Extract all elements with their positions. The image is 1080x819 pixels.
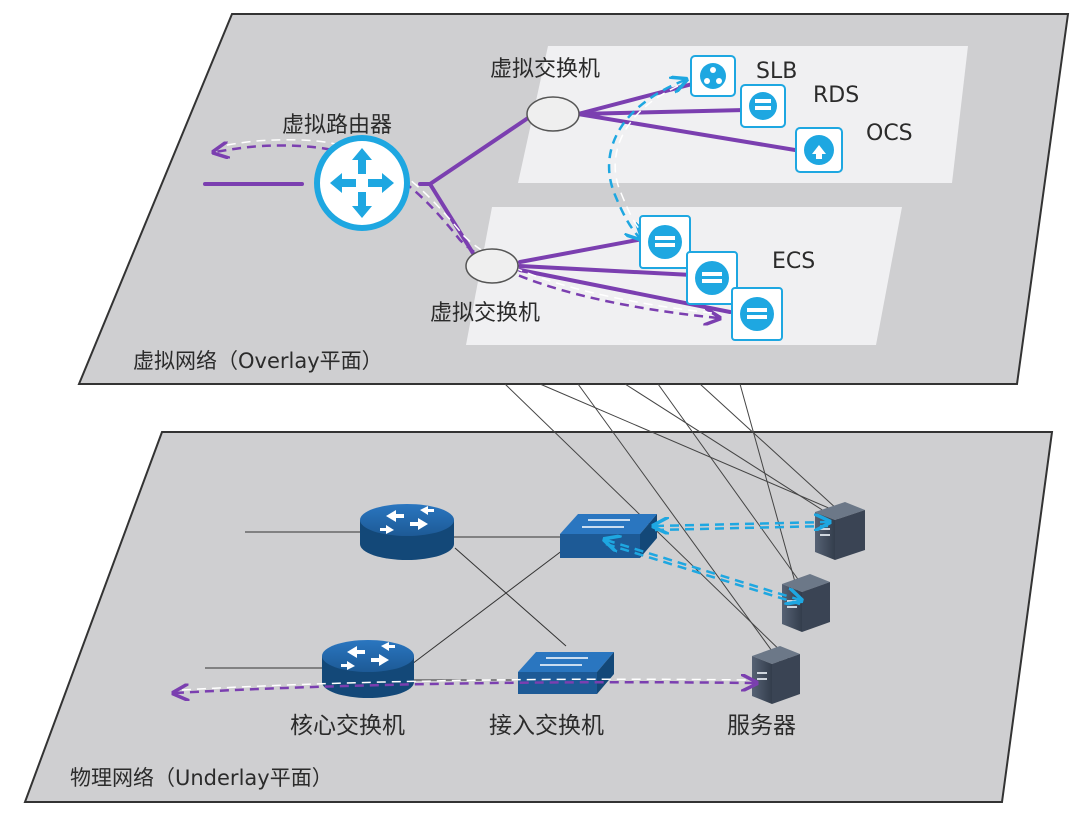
rds-icon xyxy=(740,84,786,128)
service-label-ocs: OCS xyxy=(866,121,913,146)
core-switch-label: 核心交换机 xyxy=(290,713,405,739)
server-label: 服务器 xyxy=(727,713,796,739)
virtual-switch-bottom-icon xyxy=(465,248,519,284)
virtual-switch-bottom-label: 虚拟交换机 xyxy=(430,301,540,326)
virtual-switch-top-label: 虚拟交换机 xyxy=(490,57,600,82)
core-switch-icon xyxy=(360,504,454,560)
overlay-cyan-flow xyxy=(607,80,685,238)
service-label-rds: RDS xyxy=(813,83,859,108)
virtual-switch-top-icon xyxy=(526,96,580,132)
cloud-host-icon xyxy=(639,215,691,269)
underlay-cyan-flow xyxy=(606,540,800,600)
underlay-plane xyxy=(23,431,1054,803)
cloud-host-icon xyxy=(686,251,738,305)
virtual-router-label: 虚拟路由器 xyxy=(282,113,392,138)
ecs-label: ECS xyxy=(772,249,815,274)
server-icon xyxy=(782,574,830,632)
server-icon xyxy=(815,502,865,560)
virtual-router-icon xyxy=(314,135,410,231)
overlay-flow-path xyxy=(215,145,718,318)
access-switch-label: 接入交换机 xyxy=(489,713,604,739)
access-switch-icon xyxy=(518,652,614,694)
ocs-icon xyxy=(795,127,843,173)
service-label-slb: SLB xyxy=(756,59,797,84)
underlay-purple-flow xyxy=(175,682,755,693)
overlay-plane-label: 虚拟网络（Overlay平面） xyxy=(133,349,383,373)
core-switch-icon xyxy=(322,640,414,698)
slb-icon xyxy=(690,55,736,97)
cloud-host-icon xyxy=(731,287,783,341)
underlay-plane-label: 物理网络（Underlay平面） xyxy=(70,766,333,790)
server-icon xyxy=(752,646,800,704)
